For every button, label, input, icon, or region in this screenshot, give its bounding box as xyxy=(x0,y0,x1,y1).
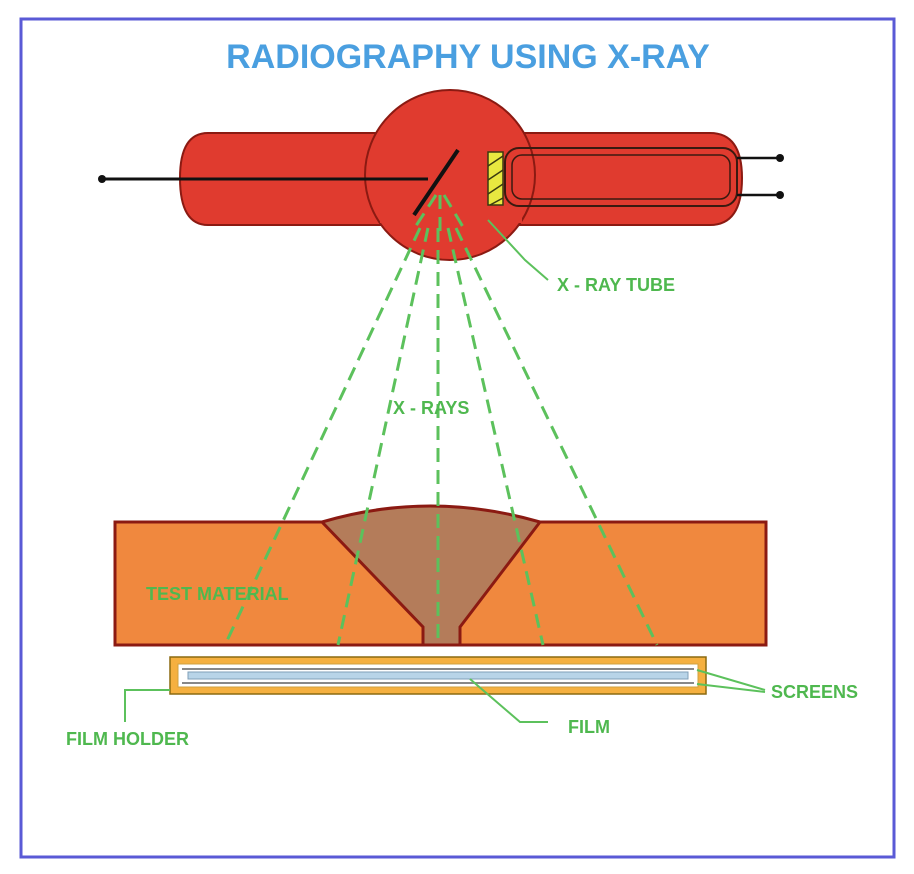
cathode-housing-inner xyxy=(511,154,731,200)
label-screens: SCREENS xyxy=(771,682,858,702)
xray-beam xyxy=(446,227,545,646)
label-xrays: X - RAYS xyxy=(393,398,469,418)
label-test-material: TEST MATERIAL xyxy=(146,584,289,604)
cathode-terminal-bottom xyxy=(776,191,784,199)
cathode-housing xyxy=(504,147,738,207)
xray-beam xyxy=(410,194,438,233)
film xyxy=(187,671,689,680)
film-holder-leader xyxy=(124,689,170,722)
xray-beams xyxy=(223,194,659,646)
anode-target xyxy=(412,148,460,217)
diagram-title: RADIOGRAPHY USING X-RAY xyxy=(226,38,710,76)
cathode-terminal-top xyxy=(776,154,784,162)
test-material xyxy=(113,504,768,647)
label-xray-tube: X - RAY TUBE xyxy=(557,275,675,295)
xray-beam xyxy=(442,194,468,233)
weld-bead xyxy=(319,504,543,647)
label-film-holder: FILM HOLDER xyxy=(66,729,189,749)
xray-beam xyxy=(454,227,659,646)
anode-terminal xyxy=(98,175,106,183)
tube-right-arm xyxy=(494,132,744,226)
leader-lines xyxy=(124,219,766,723)
screens-leader xyxy=(696,683,766,693)
xray-beam xyxy=(336,227,430,646)
screens-leader xyxy=(696,669,766,691)
xray-tube xyxy=(98,89,784,261)
xray-beam xyxy=(223,227,422,646)
label-film: FILM xyxy=(568,717,610,737)
xray-tube-leader xyxy=(487,219,549,281)
film-leader xyxy=(469,678,548,723)
film-assembly xyxy=(169,656,707,695)
